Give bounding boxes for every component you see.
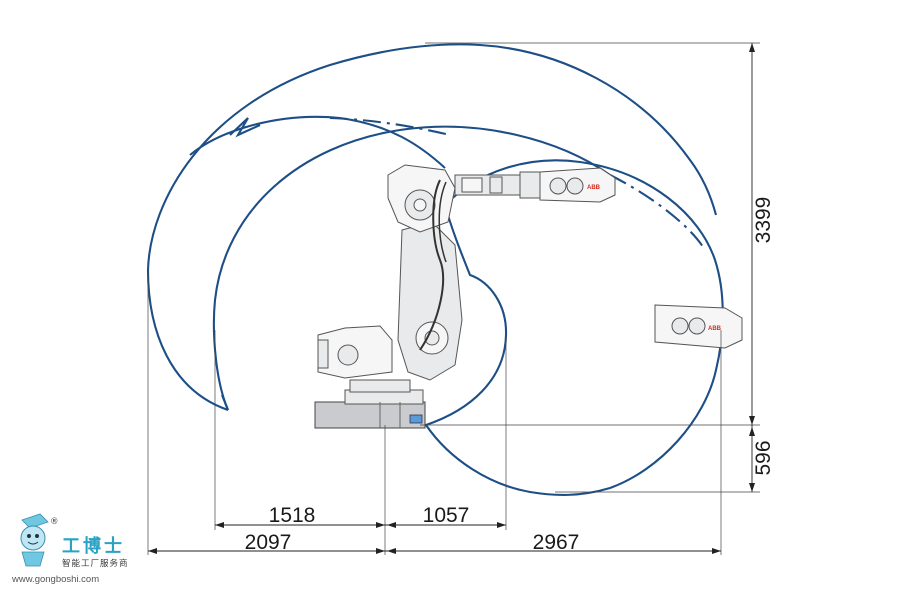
motor-hub — [337, 344, 359, 366]
dim-label-1057: 1057 — [423, 504, 470, 527]
envelope-dashdot-right — [609, 174, 706, 251]
robot-lower-arm — [397, 221, 463, 381]
watermark-logo: ® 工博士 智能工厂服务商 www.gongboshi.com — [11, 513, 129, 585]
base-indicator — [409, 414, 423, 424]
dimension-lines — [147, 42, 760, 555]
abb-mark-folded: ABB — [708, 326, 722, 332]
envelope-top-arc — [189, 115, 446, 169]
robot-base-plate — [314, 401, 426, 429]
dim-label-2097: 2097 — [245, 531, 292, 554]
dim-label-2967: 2967 — [533, 531, 580, 554]
dim-label-1518: 1518 — [269, 504, 316, 527]
dim-label-3399: 3399 — [752, 197, 775, 244]
envelope-big-loop — [146, 43, 718, 411]
dim-label-596: 596 — [752, 440, 775, 475]
envelope-outer — [424, 159, 724, 496]
mascot-icon — [20, 513, 49, 567]
envelope-lower-loop — [221, 394, 229, 411]
dimension-labels: 3399 596 1518 1057 2097 2967 — [245, 197, 775, 554]
watermark-name: 工博士 — [62, 535, 125, 557]
abb-mark-top: ABB — [587, 185, 601, 191]
motor-cap — [317, 339, 329, 369]
envelope-inner-loop — [212, 125, 611, 411]
work-envelope — [146, 43, 724, 496]
robot-arm-icon: ABB ABB — [314, 164, 743, 429]
watermark-tagline: 智能工厂服务商 — [62, 558, 129, 569]
registered-mark: ® — [50, 517, 60, 527]
envelope-dashdot-top — [329, 116, 451, 137]
watermark-url: www.gongboshi.com — [11, 574, 99, 585]
envelope-notch — [229, 117, 261, 138]
robot-base-collar — [349, 379, 411, 393]
